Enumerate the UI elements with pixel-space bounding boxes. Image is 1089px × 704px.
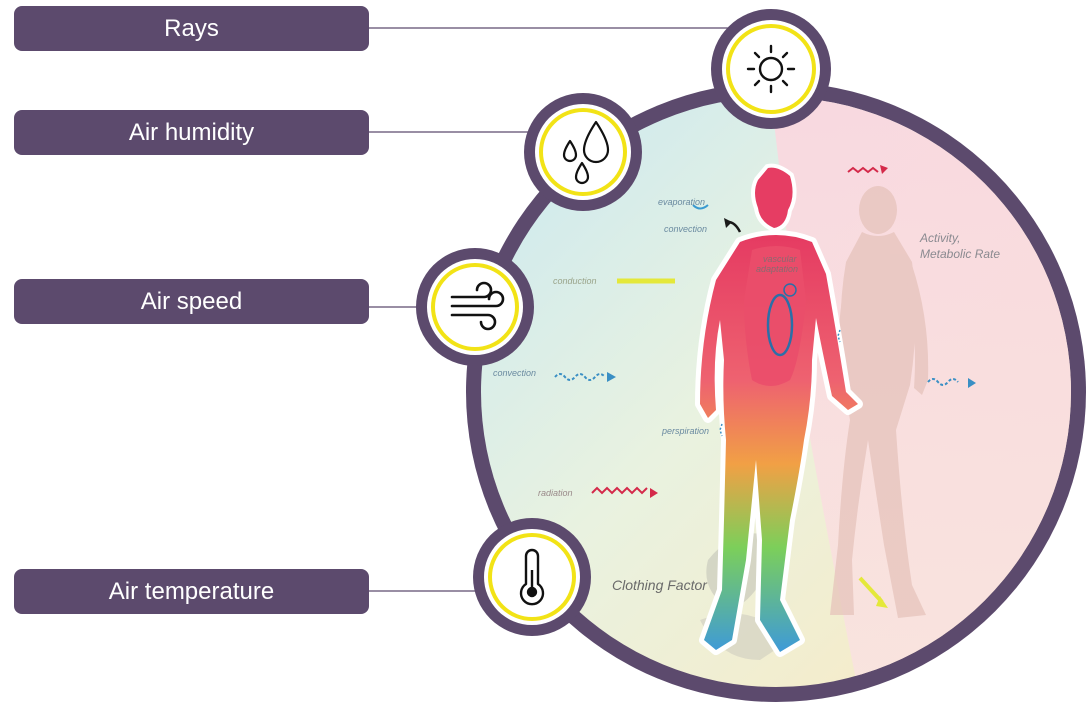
activity-label: Activity,: [919, 231, 960, 245]
badge-air-humidity: [524, 93, 642, 211]
adaptation-label: adaptation: [756, 264, 798, 274]
badge-air-temperature: [473, 518, 591, 636]
badge-air-speed: [416, 248, 534, 366]
clothing-factor-label: Clothing Factor: [612, 577, 708, 593]
vascular-label: vascular: [763, 254, 798, 264]
radiation-label: radiation: [538, 488, 573, 498]
conduction-label: conduction: [553, 276, 597, 286]
evaporation-label: evaporation: [658, 197, 705, 207]
metabolic-rate-label: Metabolic Rate: [920, 247, 1000, 261]
convection-top-label: convection: [664, 224, 707, 234]
badge-rays: [711, 9, 831, 129]
perspiration-label: perspiration: [661, 426, 709, 436]
convection-left-label: convection: [493, 368, 536, 378]
